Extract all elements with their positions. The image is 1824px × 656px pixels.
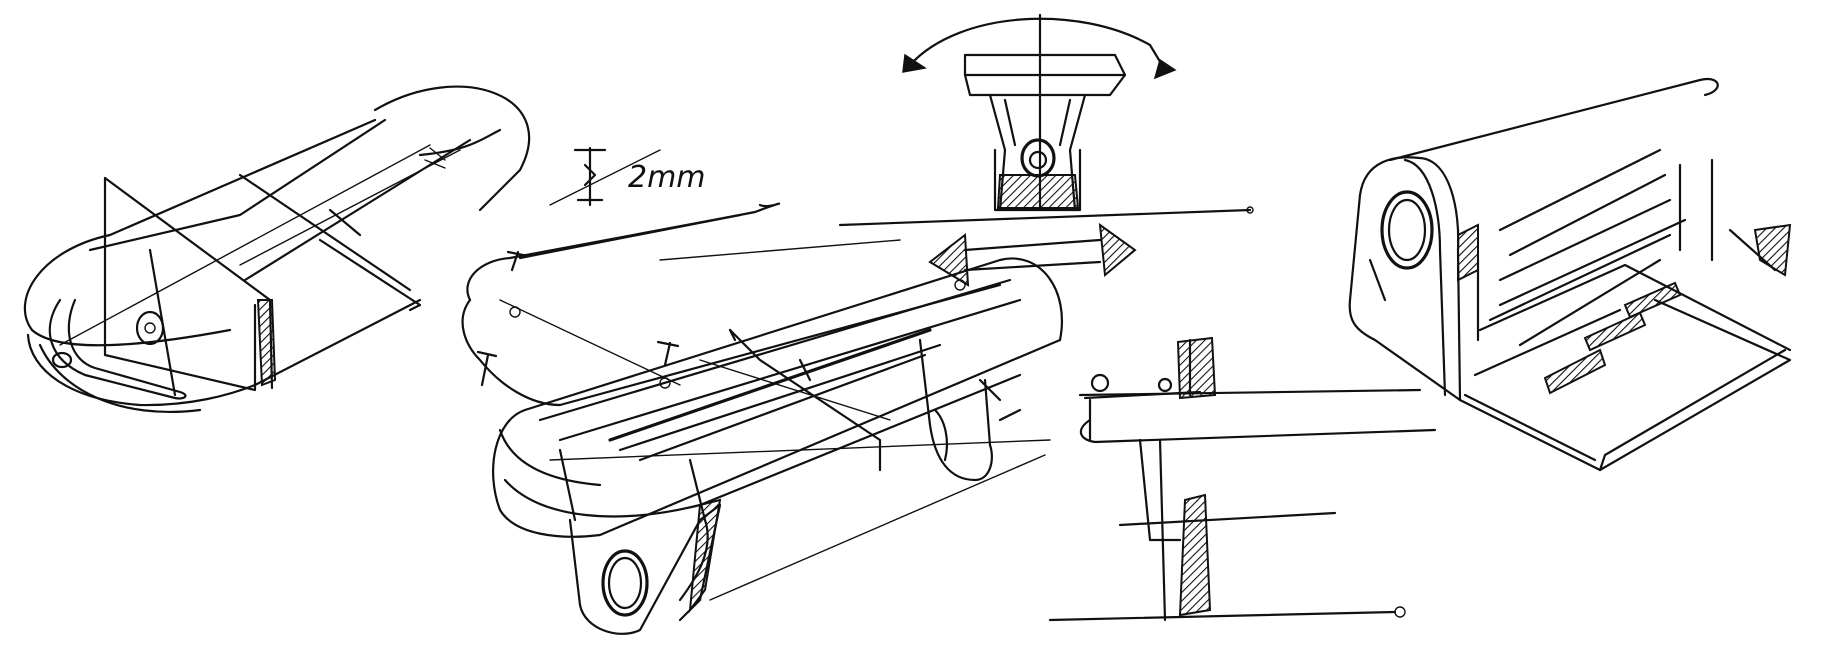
- sketch-oval-base-divider: [23, 85, 531, 414]
- sketch-exploded-shell: [461, 202, 1063, 635]
- dimension-label: 2mm: [628, 160, 706, 195]
- dimension-callout: 2mm: [549, 146, 706, 207]
- sketch-housing-port: [1348, 77, 1792, 472]
- sketch-rail-section: [1048, 336, 1437, 622]
- sketch-rotation-section: [838, 13, 1254, 287]
